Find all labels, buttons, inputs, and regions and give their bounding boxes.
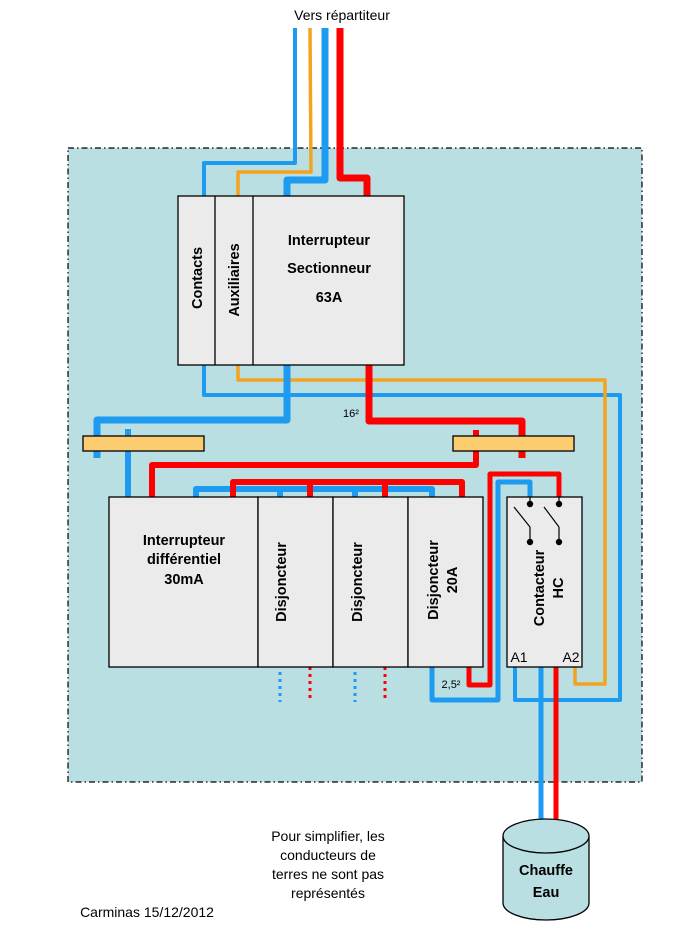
breaker-module: Disjoncteur xyxy=(332,496,409,668)
main-switch-line2: Sectionneur xyxy=(287,261,371,277)
water-heater-body xyxy=(502,836,590,921)
breaker-box xyxy=(407,496,484,668)
contactor-type: HC xyxy=(551,577,567,598)
wire-aux-contact-blue xyxy=(202,28,297,196)
contactor-module: Contacteur HC A1 A2 xyxy=(506,496,583,668)
main-switch-box xyxy=(177,195,405,366)
phase-busbar xyxy=(452,435,575,452)
author-date: Carminas 15/12/2012 xyxy=(80,904,214,920)
terminal-a2-label: A2 xyxy=(562,649,579,665)
cable-section-branch-label: 2,5² xyxy=(442,679,461,691)
water-heater-label-line2: Eau xyxy=(533,885,560,901)
breaker-label: Disjoncteur xyxy=(350,542,366,622)
wire-aux-orange-to-contactor-a2 xyxy=(236,365,607,686)
breaker-label: Disjoncteur xyxy=(426,540,442,620)
note-line: terres ne sont pas xyxy=(272,866,384,882)
differential-line2: différentiel xyxy=(147,552,221,568)
note-line: Pour simplifier, les xyxy=(271,828,385,844)
note-earth-conductors: Pour simplifier, les conducteurs de terr… xyxy=(271,828,385,901)
wire-neutral-breaker-to-contactor xyxy=(429,479,533,703)
cable-section-main-label: 16² xyxy=(343,408,359,420)
breaker-box xyxy=(332,496,409,668)
contactor-label: Contacteur xyxy=(532,549,548,626)
wire-aux-contact-orange xyxy=(236,27,313,196)
wire-neutral-in xyxy=(283,28,329,196)
contacts-label: Contacts xyxy=(190,247,206,309)
terminal-a1-label: A1 xyxy=(510,649,527,665)
contactor-switch-symbol xyxy=(513,497,563,546)
phase-comb xyxy=(230,479,465,497)
note-line: conducteurs de xyxy=(280,847,376,863)
water-heater: Chauffe Eau xyxy=(502,818,590,921)
water-heater-top xyxy=(502,818,590,854)
water-heater-label-line1: Chauffe xyxy=(519,863,573,879)
differential-line1: Interrupteur xyxy=(143,533,226,549)
wire-phase-in xyxy=(336,28,371,196)
breaker-label: Disjoncteur xyxy=(274,542,290,622)
differential-module: Interrupteur différentiel 30mA xyxy=(108,496,259,668)
main-switch-module: Contacts Auxiliaires Interrupteur Sectio… xyxy=(177,195,405,366)
breaker-20a-module: Disjoncteur 20A xyxy=(407,496,484,668)
wire-aux-blue-to-contactor-a1 xyxy=(202,365,622,702)
title-to-distributor: Vers répartiteur xyxy=(294,7,390,23)
neutral-busbar xyxy=(82,435,205,452)
differential-box xyxy=(108,496,259,668)
auxiliaries-label: Auxiliaires xyxy=(227,243,243,316)
breaker-rating: 20A xyxy=(445,566,461,593)
main-switch-rating: 63A xyxy=(316,290,343,306)
differential-rating: 30mA xyxy=(164,572,204,588)
note-line: représentés xyxy=(291,885,365,901)
neutral-comb xyxy=(193,486,435,497)
main-switch-line1: Interrupteur xyxy=(288,233,371,249)
breaker-box xyxy=(257,496,334,668)
breaker-module: Disjoncteur xyxy=(257,496,334,668)
wire-phase-breaker-to-contactor xyxy=(466,471,562,688)
contactor-box xyxy=(506,496,583,668)
